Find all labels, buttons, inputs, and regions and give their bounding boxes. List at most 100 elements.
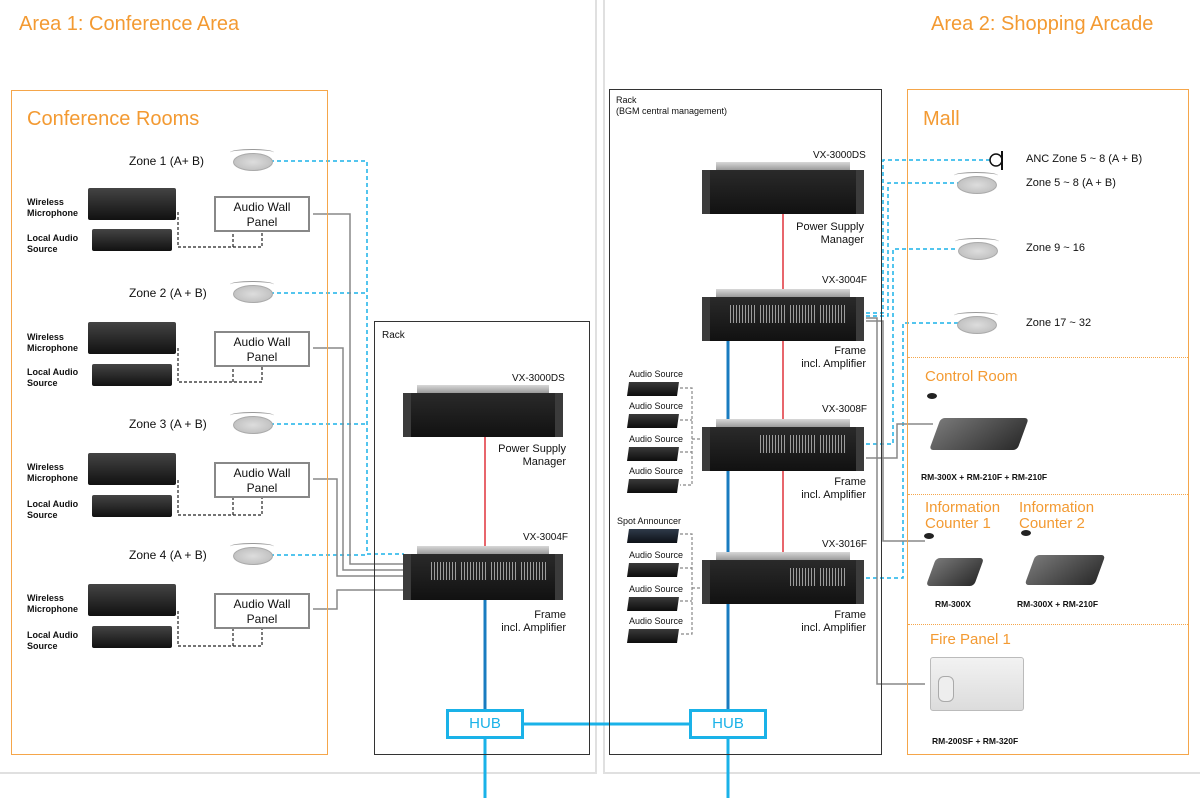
area1-title: Area 1: Conference Area	[19, 13, 240, 35]
frame-model: VX-3004F	[822, 275, 868, 286]
wireless-mic-receiver-icon	[88, 584, 176, 616]
area1-frame	[0, 0, 597, 774]
ceiling-speaker-icon	[230, 281, 274, 303]
source-label: Audio Source	[629, 584, 684, 594]
audio-source-icon	[627, 629, 679, 643]
rack-1	[374, 321, 590, 755]
local-audio-source-icon	[92, 626, 172, 648]
mall-title: Mall	[923, 108, 960, 130]
local-audio-label: Local Audio Source	[27, 367, 79, 388]
audio-source-icon	[627, 447, 679, 461]
ceiling-speaker-icon	[954, 172, 998, 194]
wireless-mic-label: Wireless Microphone	[27, 462, 78, 483]
power-supply-unit[interactable]	[702, 162, 864, 214]
rack-2-title: Rack (BGM central management)	[616, 95, 728, 116]
wireless-mic-receiver-icon	[88, 453, 176, 485]
microphone-icon	[1021, 530, 1031, 536]
mall-box	[907, 89, 1189, 755]
handheld-microphone-icon	[938, 676, 954, 702]
psu-label: Power Supply Manager	[498, 443, 566, 468]
zone-label: Zone 2 (A + B)	[129, 286, 207, 300]
control-room-device: RM-300X + RM-210F + RM-210F	[921, 472, 1048, 482]
wireless-mic-receiver-icon	[88, 188, 176, 220]
zone-label: Zone 3 (A + B)	[129, 417, 207, 431]
conference-rooms-title: Conference Rooms	[27, 108, 200, 130]
local-audio-label: Local Audio Source	[27, 499, 79, 520]
frame-label: Frame incl. Amplifier	[801, 476, 866, 501]
mall-zone-label: Zone 17 ~ 32	[1026, 317, 1092, 329]
audio-wall-panel[interactable]: Audio Wall Panel	[214, 331, 310, 367]
area2-title: Area 2: Shopping Arcade	[931, 13, 1154, 35]
wireless-mic-label: Wireless Microphone	[27, 197, 78, 218]
divider	[908, 494, 1188, 495]
source-label: Audio Source	[629, 401, 684, 411]
rack-2	[609, 89, 882, 755]
source-label: Audio Source	[629, 434, 684, 444]
frame-label: Frame incl. Amplifier	[801, 345, 866, 370]
area2-frame	[603, 0, 1200, 774]
psu-model: VX-3000DS	[813, 150, 866, 161]
info-counter-1-device: RM-300X	[935, 599, 971, 609]
wireless-mic-label: Wireless Microphone	[27, 332, 78, 353]
frame-model: VX-3004F	[523, 532, 569, 543]
frame-label: Frame incl. Amplifier	[501, 609, 566, 634]
conference-rooms-box	[11, 90, 328, 755]
wireless-mic-receiver-icon	[88, 322, 176, 354]
local-audio-label: Local Audio Source	[27, 233, 79, 254]
local-audio-source-icon	[92, 364, 172, 386]
ceiling-speaker-icon	[955, 238, 999, 260]
frame-amplifier-unit[interactable]	[403, 546, 563, 600]
audio-wall-panel[interactable]: Audio Wall Panel	[214, 593, 310, 629]
audio-source-icon	[627, 382, 679, 396]
source-label: Spot Announcer	[617, 516, 682, 526]
control-room-title: Control Room	[925, 368, 1018, 385]
frame-amplifier-unit[interactable]	[702, 289, 864, 341]
mall-zone-label: Zone 5 ~ 8 (A + B)	[1026, 177, 1116, 189]
info-counter-1-title: Information Counter 1	[925, 499, 1001, 532]
source-label: Audio Source	[629, 550, 684, 560]
audio-wall-panel[interactable]: Audio Wall Panel	[214, 462, 310, 498]
network-hub-2[interactable]: HUB	[689, 709, 767, 739]
psu-label: Power Supply Manager	[796, 221, 864, 246]
remote-microphone-console-icon[interactable]	[1024, 555, 1106, 585]
mall-zone-label: ANC Zone 5 ~ 8 (A + B)	[1026, 153, 1143, 165]
local-audio-source-icon	[92, 229, 172, 251]
network-hub-1[interactable]: HUB	[446, 709, 524, 739]
audio-source-icon	[627, 479, 679, 493]
psu-model: VX-3000DS	[512, 373, 565, 384]
spot-announcer-icon	[627, 529, 679, 543]
audio-source-icon	[627, 563, 679, 577]
audio-source-icon	[627, 597, 679, 611]
frame-label: Frame incl. Amplifier	[801, 609, 866, 634]
divider	[908, 624, 1188, 625]
source-label: Audio Source	[629, 616, 684, 626]
remote-microphone-console-icon[interactable]	[925, 558, 985, 586]
frame-model: VX-3008F	[822, 404, 868, 415]
frame-amplifier-unit[interactable]	[702, 552, 864, 604]
frame-amplifier-unit[interactable]	[702, 419, 864, 471]
zone-label: Zone 1 (A+ B)	[129, 154, 205, 168]
ceiling-speaker-icon	[230, 149, 274, 171]
frame-model: VX-3016F	[822, 539, 868, 550]
rack-1-title: Rack	[382, 330, 405, 341]
microphone-icon	[924, 533, 934, 539]
local-audio-label: Local Audio Source	[27, 630, 79, 651]
zone-label: Zone 4 (A + B)	[129, 548, 207, 562]
local-audio-source-icon	[92, 495, 172, 517]
info-counter-2-device: RM-300X + RM-210F	[1017, 599, 1099, 609]
ceiling-speaker-icon	[954, 312, 998, 334]
ceiling-speaker-icon	[230, 412, 274, 434]
wireless-mic-label: Wireless Microphone	[27, 593, 78, 614]
source-label: Audio Source	[629, 466, 684, 476]
remote-microphone-console-icon[interactable]	[929, 418, 1029, 450]
ceiling-speaker-icon	[230, 543, 274, 565]
audio-source-icon	[627, 414, 679, 428]
fire-panel-device: RM-200SF + RM-320F	[932, 736, 1019, 746]
divider	[908, 357, 1188, 358]
audio-wall-panel[interactable]: Audio Wall Panel	[214, 196, 310, 232]
power-supply-unit[interactable]	[403, 385, 563, 437]
microphone-icon	[927, 393, 937, 399]
info-counter-2-title: Information Counter 2	[1019, 499, 1095, 532]
source-label: Audio Source	[629, 369, 684, 379]
